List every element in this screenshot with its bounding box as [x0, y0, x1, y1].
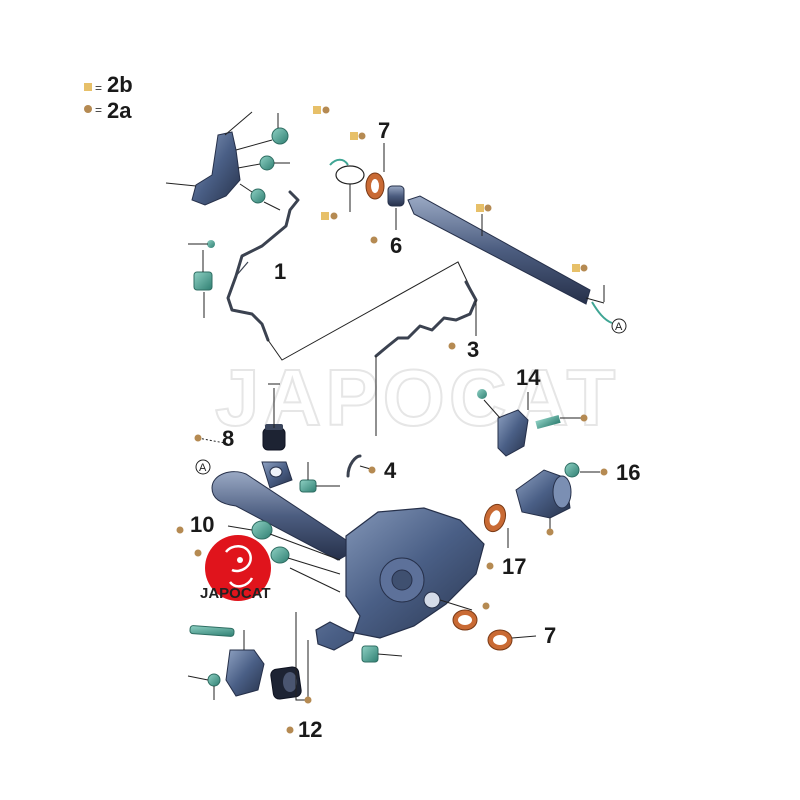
bushing-10 [227, 520, 341, 593]
rubber-mount-14 [477, 389, 586, 457]
bolt-teal [361, 645, 403, 663]
legend-eq: = [95, 103, 102, 117]
bolt-teal [235, 113, 289, 151]
ref-marker-a: A [195, 459, 211, 475]
legend-label-2a: 2a [107, 98, 132, 123]
logo-text: JAPOCAT [200, 585, 271, 602]
rubber-mount-8 [197, 383, 286, 451]
seal-ring [365, 172, 385, 200]
svg-text:A: A [615, 321, 623, 333]
callout-6: 6 [390, 233, 402, 258]
ref-marker-a: A [611, 318, 627, 334]
legend-label-2b: 2b [107, 72, 133, 97]
callout-10: 10 [190, 512, 214, 537]
brake-pipe-1 [226, 190, 300, 342]
bearing-sleeve [387, 185, 405, 207]
bracket-upper [165, 111, 253, 206]
seal-ring [483, 503, 507, 533]
callout-17: 17 [502, 554, 526, 579]
torque-markers [176, 106, 608, 734]
callout-8: 8 [222, 426, 234, 451]
axle-shaft [407, 195, 613, 324]
svg-text:A: A [199, 462, 207, 474]
seal-ring [452, 609, 478, 631]
japocat-logo: JAPOCAT [200, 535, 271, 602]
callout-16: 16 [616, 460, 640, 485]
legend: = 2b = 2a [84, 72, 133, 123]
legend-square-icon [84, 83, 92, 91]
callout-1: 1 [274, 259, 286, 284]
callout-12: 12 [298, 717, 322, 742]
callout-7: 7 [544, 623, 556, 648]
bolt-teal [299, 462, 340, 493]
legend-dot-icon [84, 105, 92, 113]
brake-pipe-3 [374, 280, 478, 436]
callout-4: 4 [384, 458, 397, 483]
nut-teal [237, 155, 290, 171]
bolt-teal [239, 183, 281, 211]
legend-eq: = [95, 81, 102, 95]
bracket-lower [187, 625, 265, 700]
fitting-teal [188, 240, 215, 318]
rubber-mount-12 [270, 612, 309, 701]
callout-7: 7 [378, 118, 390, 143]
drive-flange-16 [515, 462, 600, 532]
seal-ring [487, 629, 537, 651]
differential [315, 507, 485, 651]
callout-14: 14 [516, 365, 541, 390]
clip-ring [329, 158, 365, 212]
brake-hose-4 [346, 454, 375, 478]
callout-3: 3 [467, 337, 479, 362]
